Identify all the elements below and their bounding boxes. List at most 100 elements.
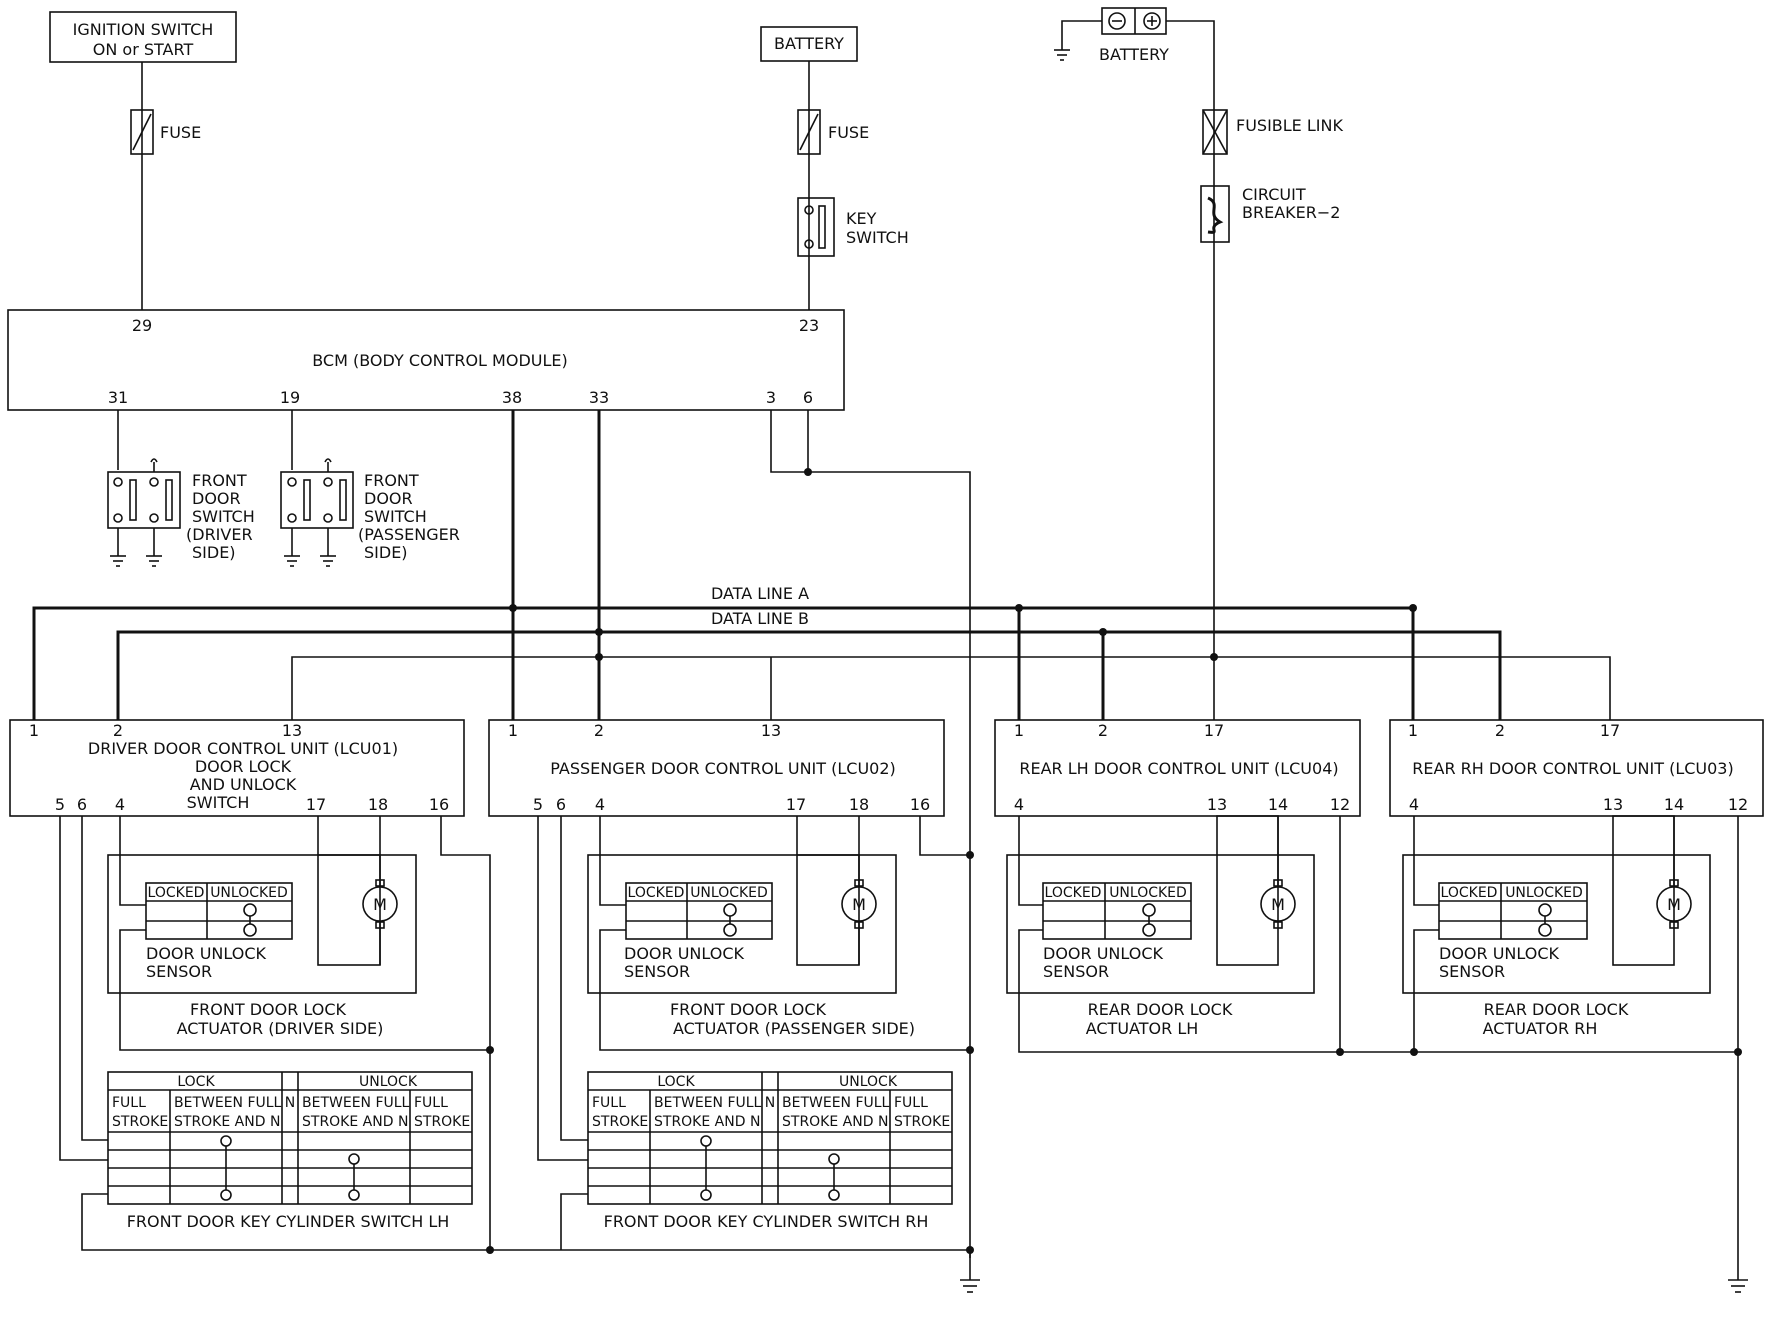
- driver-unit-pin-1: 1: [29, 721, 39, 740]
- rear-lh-sensor-l1: DOOR UNLOCK: [1043, 944, 1164, 963]
- rear-rh-unit-pin-4: 4: [1409, 795, 1419, 814]
- rear-lh-actuator: [1006, 815, 1315, 994]
- data-line-a: [32, 606, 1415, 720]
- key-lh-between-2: BETWEEN FULL: [302, 1095, 410, 1111]
- bcm-label: BCM (BODY CONTROL MODULE): [312, 351, 568, 370]
- rear-rh-unit-pin-14: 14: [1664, 795, 1684, 814]
- passenger-unit-pin-17: 17: [786, 795, 806, 814]
- key-lh-stroke-1: STROKE: [112, 1114, 168, 1130]
- front-door-switch-driver-l4: (DRIVER: [186, 525, 253, 544]
- key-rh-stroke-1: STROKE: [592, 1114, 648, 1130]
- driver-unit-pin-4: 4: [115, 795, 125, 814]
- front-door-switch-driver-l5: SIDE): [192, 543, 236, 562]
- rear-rh-unit-pin-17: 17: [1600, 721, 1620, 740]
- driver-unit-label-1: DRIVER DOOR CONTROL UNIT (LCU01): [88, 739, 398, 758]
- front-door-switch-passenger-l3: SWITCH: [364, 507, 427, 526]
- front-door-switch-passenger-l2: DOOR: [364, 489, 413, 508]
- fuse-ignition-label: FUSE: [160, 123, 201, 142]
- ground-symbol-right: [1728, 1270, 1748, 1293]
- front-door-switch-passenger-l1: FRONT: [364, 471, 419, 490]
- driver-unit-pin-18: 18: [368, 795, 388, 814]
- key-switch-label-2: SWITCH: [846, 228, 909, 247]
- front-door-switch-passenger-l4: (PASSENGER: [358, 525, 460, 544]
- fuse-battery-label: FUSE: [828, 123, 869, 142]
- bcm-pin-29: 29: [132, 316, 152, 335]
- key-lh-between-1: BETWEEN FULL: [174, 1095, 282, 1111]
- rear-rh-actuator: [1402, 815, 1711, 994]
- rear-lh-unit-pin-12: 12: [1330, 795, 1350, 814]
- driver-unit-label-4: SWITCH: [187, 793, 250, 812]
- key-lh-stroke-2: STROKE: [414, 1114, 470, 1130]
- rear-rh-actuator-l1: REAR DOOR LOCK: [1484, 1000, 1629, 1019]
- battery-symbol: [1101, 7, 1167, 35]
- key-lh-full-2: FULL: [414, 1095, 448, 1111]
- battery-label: BATTERY: [774, 34, 844, 53]
- bcm-pin-3: 3: [766, 388, 776, 407]
- passenger-unit-label: PASSENGER DOOR CONTROL UNIT (LCU02): [550, 759, 896, 778]
- rear-lh-unit-pin-4: 4: [1014, 795, 1024, 814]
- passenger-actuator-l2: ACTUATOR (PASSENGER SIDE): [673, 1019, 915, 1038]
- rear-rh-sensor-l1: DOOR UNLOCK: [1439, 944, 1560, 963]
- passenger-unit-pin-2: 2: [594, 721, 604, 740]
- key-rh-title: FRONT DOOR KEY CYLINDER SWITCH RH: [604, 1212, 929, 1231]
- fuse-battery: [797, 109, 821, 155]
- rear-rh-actuator-l2: ACTUATOR RH: [1483, 1019, 1598, 1038]
- key-lh-unlock: UNLOCK: [359, 1074, 418, 1090]
- rear-lh-door-control-unit: [994, 719, 1361, 817]
- front-door-switch-passenger-l5: SIDE): [364, 543, 408, 562]
- key-rh-stroke-n-2: STROKE AND N: [782, 1114, 888, 1130]
- rear-lh-unit-pin-1: 1: [1014, 721, 1024, 740]
- passenger-unit-pin-1: 1: [508, 721, 518, 740]
- circuit-breaker: [1200, 185, 1230, 243]
- passenger-sensor-l2: SENSOR: [624, 962, 690, 981]
- driver-unit-pin-6: 6: [77, 795, 87, 814]
- power-bus-line: [291, 656, 1611, 720]
- driver-unit-pin-13: 13: [282, 721, 302, 740]
- bcm-pin-6: 6: [803, 388, 813, 407]
- driver-door-control-unit: [9, 719, 465, 817]
- ground-symbol-battery: [1054, 49, 1070, 61]
- driver-unit-label-2: DOOR LOCK: [195, 757, 292, 776]
- rear-lh-actuator-locked: LOCKED: [1045, 885, 1102, 901]
- passenger-unit-pin-16: 16: [910, 795, 930, 814]
- key-switch-label-1: KEY: [846, 209, 877, 228]
- rear-lh-unit-pin-2: 2: [1098, 721, 1108, 740]
- circuit-breaker-label-2: BREAKER−2: [1242, 203, 1340, 222]
- front-door-switch-driver: [107, 458, 181, 567]
- key-lh-stroke-n-2: STROKE AND N: [302, 1114, 408, 1130]
- key-switch: [797, 197, 835, 257]
- bcm-pin-19: 19: [280, 388, 300, 407]
- driver-unit-pin-16: 16: [429, 795, 449, 814]
- key-cylinder-switch-lh: [107, 1071, 473, 1205]
- rear-rh-unit-label: REAR RH DOOR CONTROL UNIT (LCU03): [1412, 759, 1733, 778]
- data-line-a-label: DATA LINE A: [711, 584, 809, 603]
- driver-unit-pin-2: 2: [113, 721, 123, 740]
- front-door-switch-passenger: [280, 458, 354, 567]
- driver-sensor-l1: DOOR UNLOCK: [146, 944, 267, 963]
- rear-rh-actuator-unlocked: UNLOCKED: [1505, 885, 1583, 901]
- passenger-unit-pin-13: 13: [761, 721, 781, 740]
- key-cylinder-switch-rh: [587, 1071, 953, 1205]
- passenger-actuator: [587, 854, 897, 994]
- passenger-actuator-l1: FRONT DOOR LOCK: [670, 1000, 827, 1019]
- driver-actuator-l1: FRONT DOOR LOCK: [190, 1000, 347, 1019]
- driver-actuator: [107, 854, 417, 994]
- data-line-b-label: DATA LINE B: [711, 609, 809, 628]
- key-lh-n: N: [285, 1095, 295, 1111]
- key-rh-between-1: BETWEEN FULL: [654, 1095, 762, 1111]
- rear-lh-unit-pin-17: 17: [1204, 721, 1224, 740]
- key-lh-title: FRONT DOOR KEY CYLINDER SWITCH LH: [127, 1212, 450, 1231]
- battery-box: BATTERY: [760, 26, 858, 62]
- rear-lh-unit-pin-13: 13: [1207, 795, 1227, 814]
- data-line-b: [116, 630, 1502, 720]
- front-door-switch-driver-l1: FRONT: [192, 471, 247, 490]
- passenger-unit-pin-4: 4: [595, 795, 605, 814]
- key-lh-stroke-n-1: STROKE AND N: [174, 1114, 280, 1130]
- front-door-switch-driver-l2: DOOR: [192, 489, 241, 508]
- rear-lh-unit-label: REAR LH DOOR CONTROL UNIT (LCU04): [1019, 759, 1338, 778]
- circuit-breaker-label-1: CIRCUIT: [1242, 185, 1306, 204]
- key-rh-stroke-n-1: STROKE AND N: [654, 1114, 760, 1130]
- passenger-actuator-unlocked: UNLOCKED: [690, 885, 768, 901]
- ground-symbol-center: [960, 1250, 980, 1293]
